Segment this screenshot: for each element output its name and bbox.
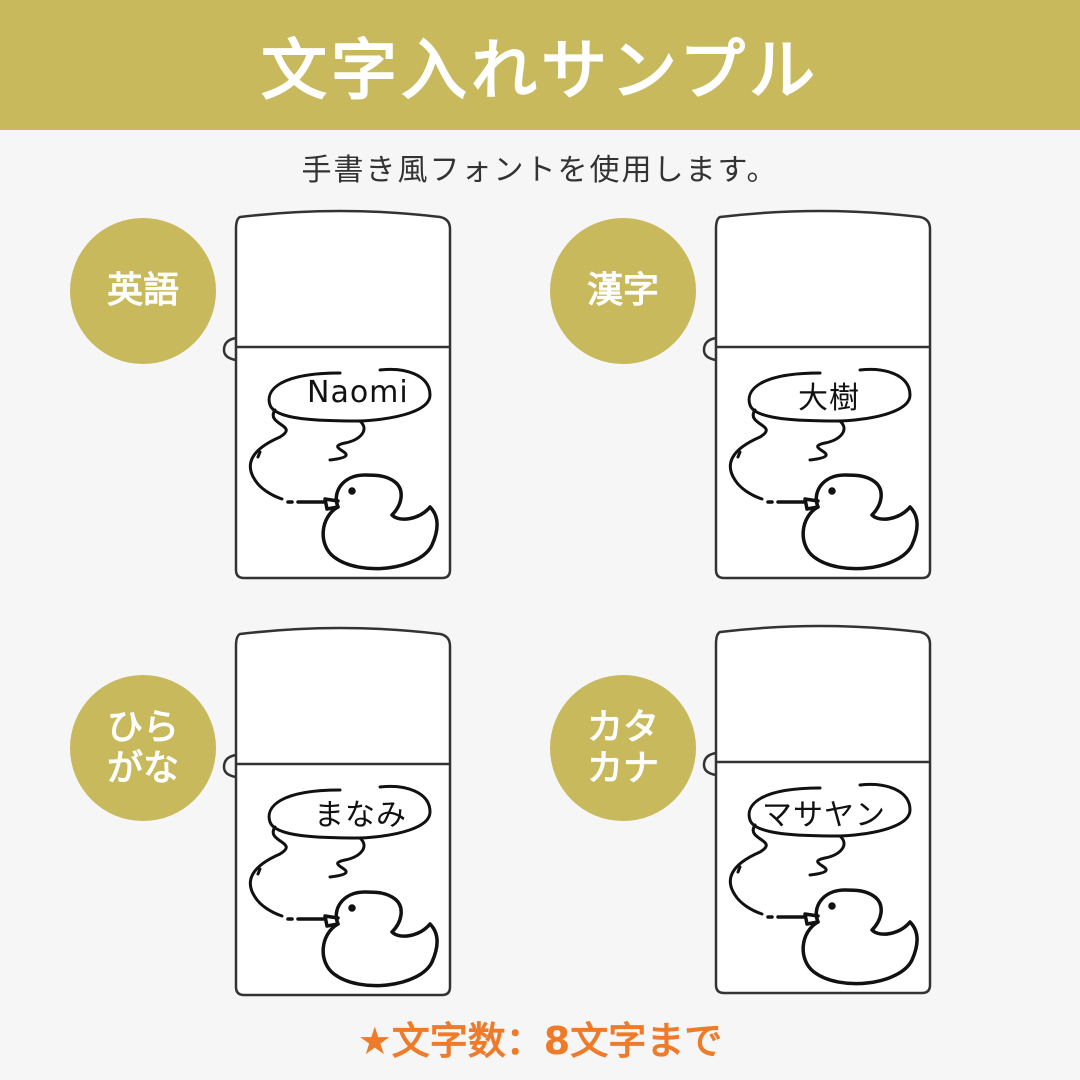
lighter-illustration [702,209,932,580]
lighter-illustration [222,209,452,580]
duck-icon [766,888,919,986]
duck-icon [286,890,439,988]
engraving-name: 大樹 [798,381,860,416]
speech-bubble-smoke [728,367,912,501]
badge-label: 漢字 [586,270,659,312]
speech-bubble-smoke [248,367,432,501]
badge-kanji: 漢字 [550,218,696,364]
speech-bubble-smoke [728,782,912,916]
character-limit-note: ★文字数：8文字まで [357,1019,723,1063]
sample-katakana: カタ カナ マサヤン [550,620,950,1000]
engraving-name: まなみ [314,798,407,833]
badge-katakana: カタ カナ [550,675,696,821]
subtitle: 手書き風フォントを使用します。 [301,153,779,188]
header-banner: 文字入れサンプル [0,0,1080,130]
engraving-name: Naomi [307,375,409,410]
badge-english: 英語 [70,218,216,364]
badge-label-line-1: カタ [586,706,659,748]
badge-hiragana: ひら がな [70,675,216,821]
engraving-name: マサヤン [762,798,886,833]
speech-bubble-smoke [248,784,432,918]
sample-english: 英語 Naomi [70,205,470,585]
badge-label-line-2: カナ [586,748,659,789]
badge-label: 英語 [106,270,179,312]
lighter-illustration [222,626,452,997]
badge-label-line-2: がな [106,748,179,789]
duck-icon [286,473,439,571]
badge-label-line-1: ひら [106,706,179,748]
lighter-illustration [702,624,932,995]
sample-hiragana: ひら がな まなみ [70,622,470,1002]
sample-kanji: 漢字 大樹 [550,205,950,585]
page-title: 文字入れサンプル [260,32,820,109]
duck-icon [766,473,919,571]
